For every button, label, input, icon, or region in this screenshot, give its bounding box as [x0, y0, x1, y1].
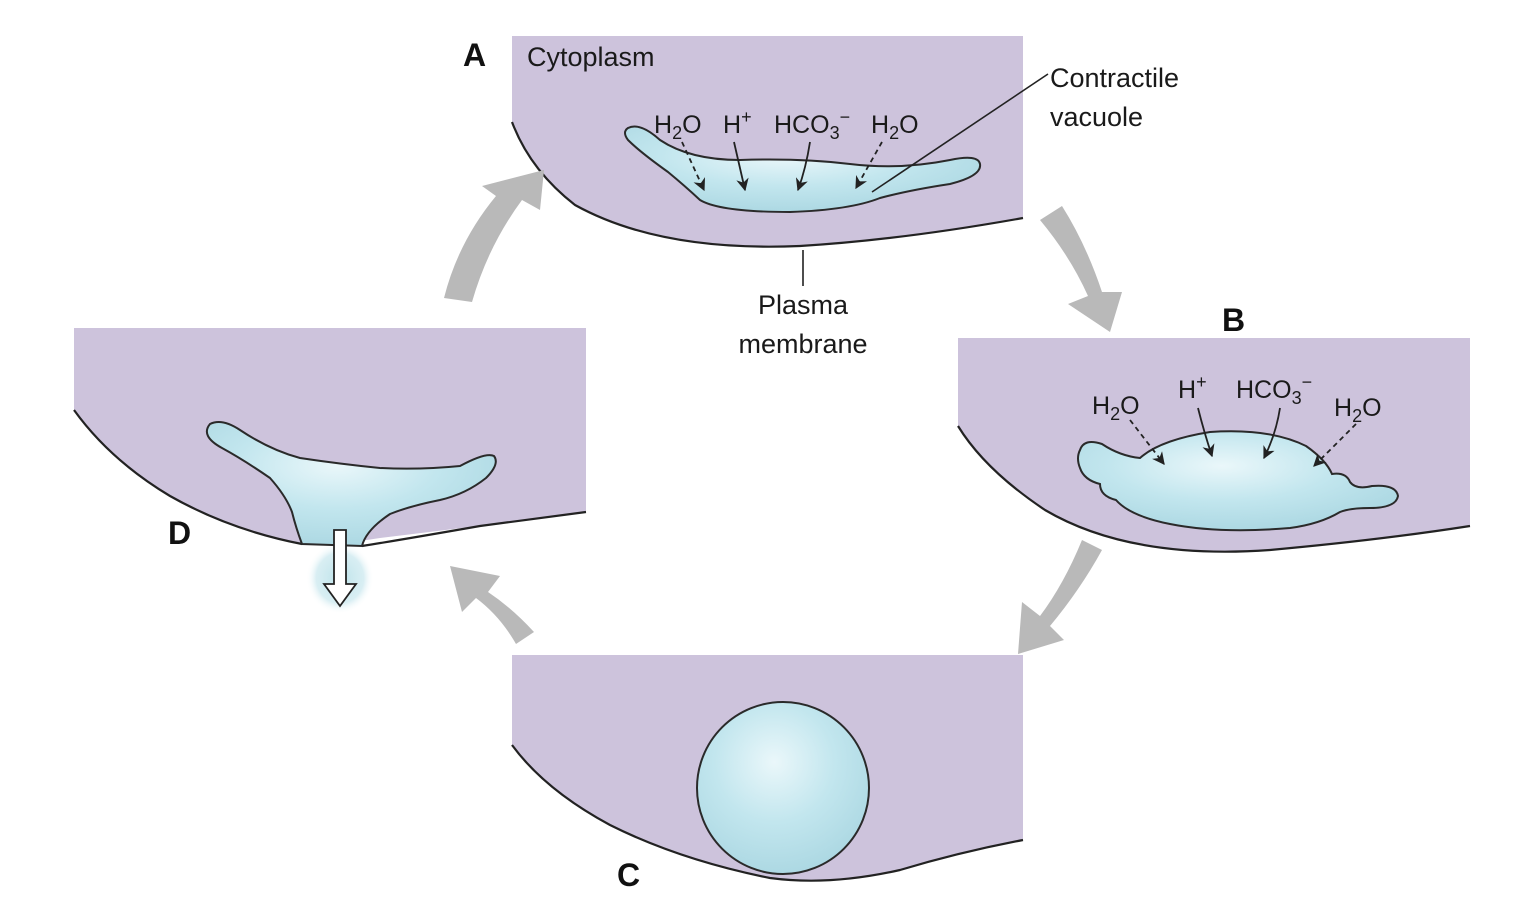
proton-influx-arrow-b [1197, 407, 1215, 458]
panel-d: D [73, 328, 587, 614]
plasma-membrane-label-line1: Plasma [758, 290, 849, 320]
plasma-membrane-label-line2: membrane [738, 329, 867, 359]
panel-letter-c: C [617, 857, 640, 893]
plasma-membrane-b [957, 425, 1471, 553]
water-influx-arrow-b1 [1129, 419, 1165, 465]
panel-b: B H2O H+ HCO3− H2O [957, 302, 1471, 553]
expulsion-arrow [322, 529, 358, 608]
water-influx-arrow-b2 [1313, 423, 1357, 467]
bicarbonate-label-b: HCO3− [1236, 372, 1312, 408]
cycle-arrow-a-to-b [1040, 206, 1122, 332]
cycle-arrow-b-to-c [1018, 540, 1102, 654]
plasma-membrane-c [511, 744, 1024, 882]
panel-letter-b: B [1222, 302, 1245, 338]
plasma-membrane-d [73, 409, 587, 548]
proton-influx-arrow-a [733, 141, 749, 192]
cycle-arrows [444, 170, 1122, 654]
bicarbonate-influx-arrow-a [795, 141, 811, 192]
contractile-vacuole-leader [871, 73, 1049, 193]
proton-label-a: H+ [723, 107, 752, 139]
panel-letter-d: D [168, 515, 191, 551]
water-label-b2: H2O [1334, 394, 1382, 426]
water-label-a1: H2O [654, 111, 702, 143]
contractile-vacuole-a [624, 125, 982, 214]
contractile-vacuole-label-line1: Contractile [1050, 63, 1179, 93]
water-label-a2: H2O [871, 111, 919, 143]
water-label-b1: H2O [1092, 392, 1140, 424]
bicarbonate-influx-arrow-b [1263, 407, 1281, 460]
contractile-vacuole-label-line2: vacuole [1050, 102, 1143, 132]
contractile-vacuole-d [206, 421, 497, 548]
panel-a: A Cytoplasm Contractile vacuole Plasma m… [463, 36, 1179, 359]
cycle-arrow-d-to-a [444, 170, 544, 302]
panel-c: C [511, 655, 1024, 893]
bicarbonate-label-a: HCO3− [774, 107, 850, 143]
cytoplasm-label: Cytoplasm [527, 42, 655, 72]
cycle-arrow-c-to-d [450, 566, 534, 644]
plasma-membrane-a [510, 121, 1024, 248]
proton-label-b: H+ [1178, 372, 1207, 404]
contractile-vacuole-c [696, 701, 870, 875]
panel-letter-a: A [463, 37, 486, 73]
